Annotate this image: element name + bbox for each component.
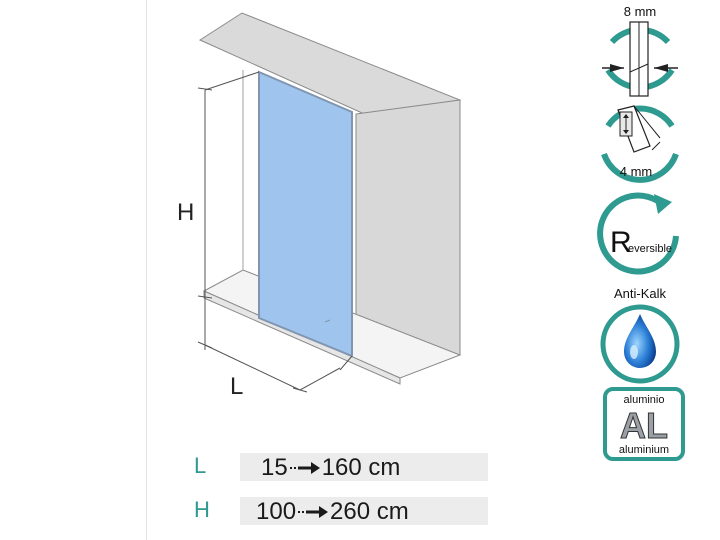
- aluminium-bottom-label: aluminium: [619, 444, 669, 456]
- length-dimension-line: [204, 344, 301, 391]
- water-drop-icon: [624, 314, 656, 368]
- glass-panel: [258, 70, 353, 358]
- aluminium-top-label: aluminio: [624, 394, 665, 406]
- glass-thickness-label: 8 mm: [624, 4, 657, 19]
- shower-enclosure-diagram: H L: [177, 12, 462, 400]
- reversible-icon: R eversible: [597, 192, 679, 275]
- arrow-right-icon: [298, 506, 329, 518]
- anti-kalk-label: Anti-Kalk: [613, 286, 667, 301]
- height-letter: H: [194, 497, 210, 522]
- arrow-right-icon: [289, 462, 320, 474]
- height-dimension-row: H 100 260 cm: [0, 497, 500, 527]
- reversible-text: eversible: [628, 243, 672, 255]
- length-to: 160 cm: [321, 454, 401, 481]
- height-label: H: [177, 199, 194, 226]
- fixing-thickness-label: 4 mm: [620, 164, 653, 179]
- height-range: 100 260 cm: [256, 498, 409, 526]
- height-to: 260 cm: [330, 498, 409, 525]
- length-from: 15: [261, 454, 288, 481]
- reversible-letter: R: [610, 226, 632, 259]
- aluminium-badge-icon: aluminio AL aluminium: [603, 387, 685, 461]
- height-value-bar: [240, 497, 488, 525]
- fixing-thickness-icon: 4 mm: [601, 105, 679, 183]
- length-dimension-row: L 15 160 cm: [0, 453, 500, 483]
- glass-thickness-icon: 8 mm: [602, 4, 678, 97]
- divider-line: [146, 0, 147, 540]
- length-value-bar: [240, 453, 488, 481]
- aluminium-symbol: AL: [620, 405, 668, 446]
- anti-limescale-icon: [600, 304, 680, 384]
- length-range: 15 160 cm: [261, 454, 400, 482]
- side-panel: [355, 99, 461, 356]
- length-label: L: [230, 373, 243, 400]
- height-from: 100: [256, 498, 297, 525]
- length-letter: L: [194, 453, 207, 478]
